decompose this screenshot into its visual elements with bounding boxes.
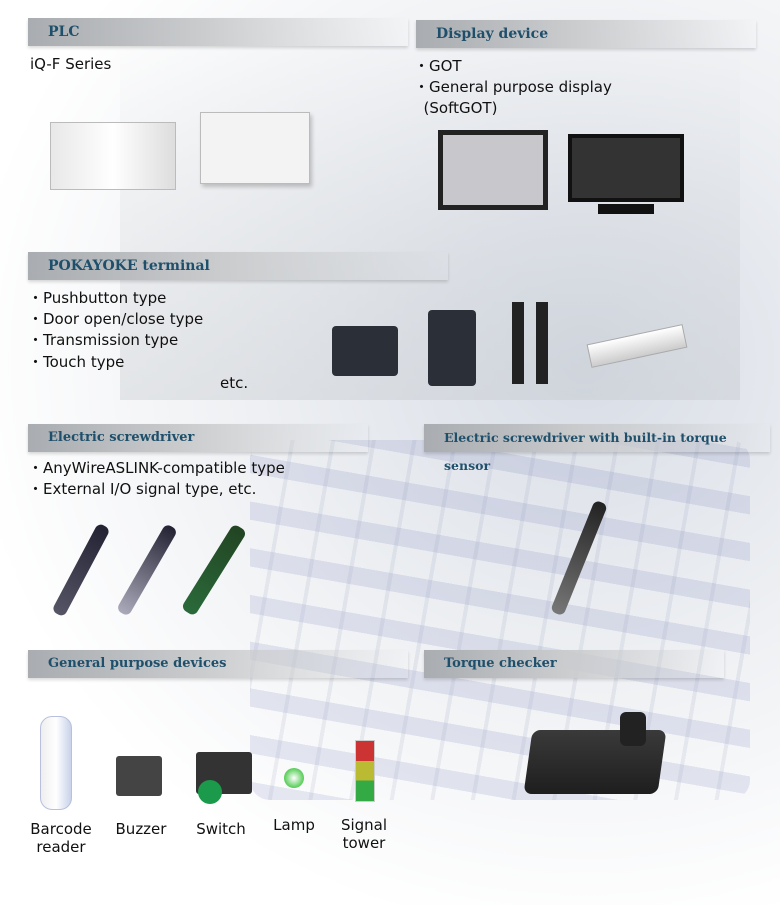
device-label-lamp: Lamp [273, 816, 315, 834]
display-item: ・General purpose display [414, 78, 612, 96]
display-header: Display device [416, 20, 756, 48]
display-item: ・GOT [414, 57, 462, 75]
screwdriver-item: ・External I/O signal type, etc. [28, 480, 257, 498]
pokayoke-item: ・Pushbutton type [28, 289, 167, 307]
pokayoke-item: ・Door open/close type [28, 310, 204, 328]
plc-modules-image [50, 122, 176, 190]
general-devices-header: General purpose devices [28, 650, 408, 678]
got-image [438, 130, 548, 210]
screwdriver-item: ・AnyWireASLINK-compatible type [28, 459, 285, 477]
torque-screwdriver-header: Electric screwdriver with built-in torqu… [424, 424, 770, 473]
pokayoke-item: ・Transmission type [28, 331, 179, 349]
switch-green-button [198, 780, 222, 804]
monitor-image [568, 134, 684, 202]
lamp-image [284, 768, 304, 788]
pushbutton-terminal-image [332, 326, 398, 376]
parts-rack-background [250, 440, 750, 800]
pokayoke-header: POKAYOKE terminal [28, 252, 448, 280]
device-label-signal-tower: Signal tower [340, 816, 388, 852]
screwdriver-header: Electric screwdriver [28, 424, 368, 452]
display-item: (SoftGOT) [414, 99, 498, 117]
plc-series: iQ-F Series [30, 55, 112, 73]
screwdriver-image [115, 523, 179, 617]
plc-header: PLC [28, 18, 408, 46]
door-terminal-image [428, 310, 476, 386]
torque-checker-header: Torque checker [424, 650, 724, 678]
device-label-switch: Switch [196, 820, 246, 838]
device-label-barcode-reader: Barcode reader [30, 820, 92, 856]
screwdriver-image [51, 522, 111, 618]
transmission-sensor-image [512, 302, 524, 384]
signal-tower-image [355, 740, 375, 802]
plc-cpu-image [200, 112, 310, 184]
device-label-buzzer: Buzzer [115, 820, 167, 838]
buzzer-image [116, 756, 162, 796]
pokayoke-etc: etc. [220, 374, 249, 392]
transmission-sensor-image [536, 302, 548, 384]
pokayoke-item: ・Touch type [28, 353, 125, 371]
monitor-stand [598, 204, 654, 214]
barcode-reader-image [40, 716, 72, 810]
torque-checker-spindle [620, 712, 646, 746]
screwdriver-image [180, 523, 248, 617]
